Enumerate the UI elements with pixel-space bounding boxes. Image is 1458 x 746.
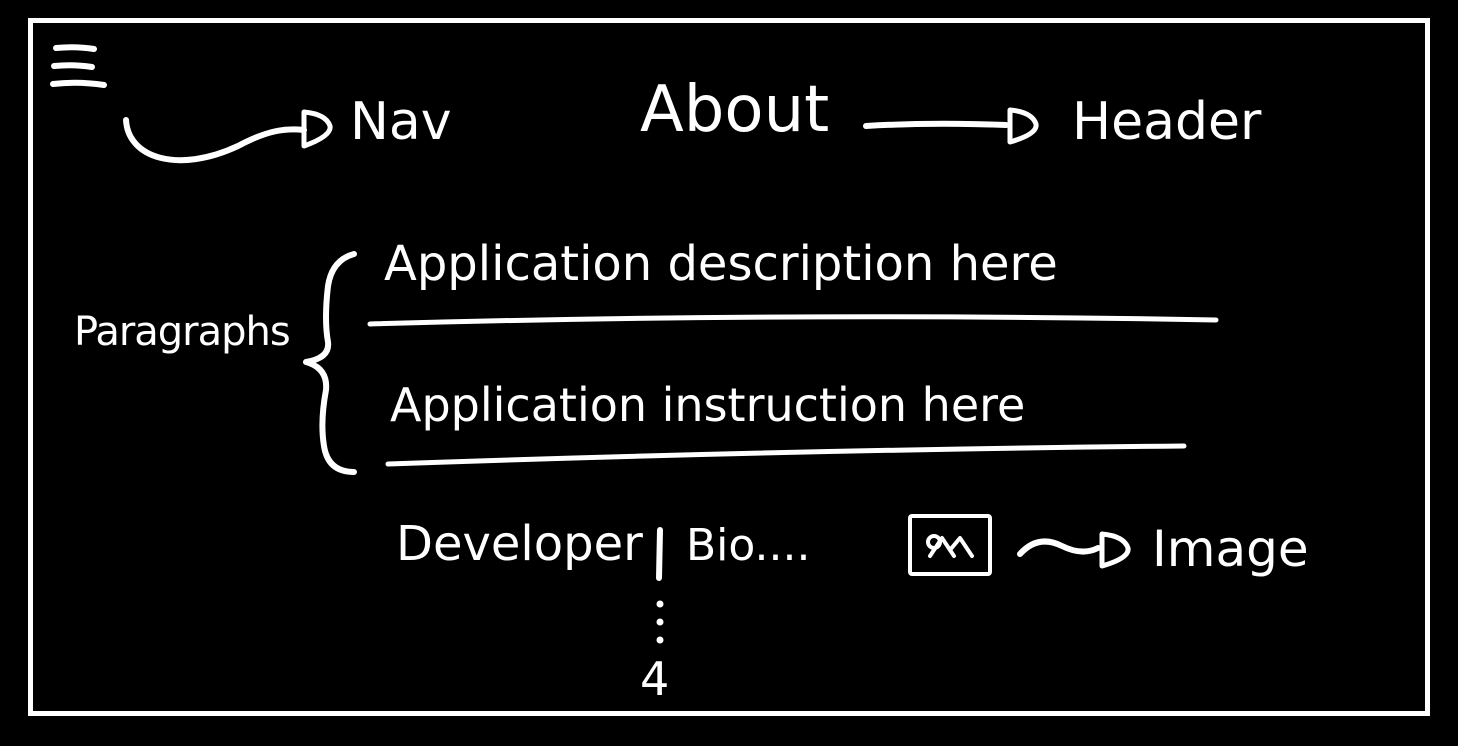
- header-label: Header: [1072, 92, 1262, 152]
- separator-bar: [656, 527, 663, 581]
- image-arrow-icon: [1017, 531, 1131, 569]
- hamburger-menu-icon[interactable]: [48, 40, 110, 94]
- page-title: About: [640, 73, 830, 147]
- developer-name: Developer: [396, 516, 643, 572]
- header-arrow-icon: [863, 107, 1039, 145]
- image-placeholder-icon: [926, 534, 974, 558]
- image-label: Image: [1152, 520, 1309, 578]
- repeat-dots-icon: [656, 600, 664, 644]
- description-paragraph: Application description here: [384, 236, 1058, 292]
- paragraphs-label: Paragraphs: [74, 309, 291, 355]
- developer-bio: Bio....: [686, 520, 811, 571]
- instruction-paragraph: Application instruction here: [390, 378, 1026, 432]
- developer-count: 4: [640, 652, 670, 706]
- instruction-underline: [385, 443, 1187, 467]
- page-frame: [28, 18, 1430, 716]
- curly-brace-icon: [303, 251, 357, 475]
- description-underline: [367, 314, 1219, 327]
- developer-image: [908, 514, 992, 576]
- nav-arrow-icon: [123, 109, 333, 164]
- nav-label: Nav: [350, 92, 452, 152]
